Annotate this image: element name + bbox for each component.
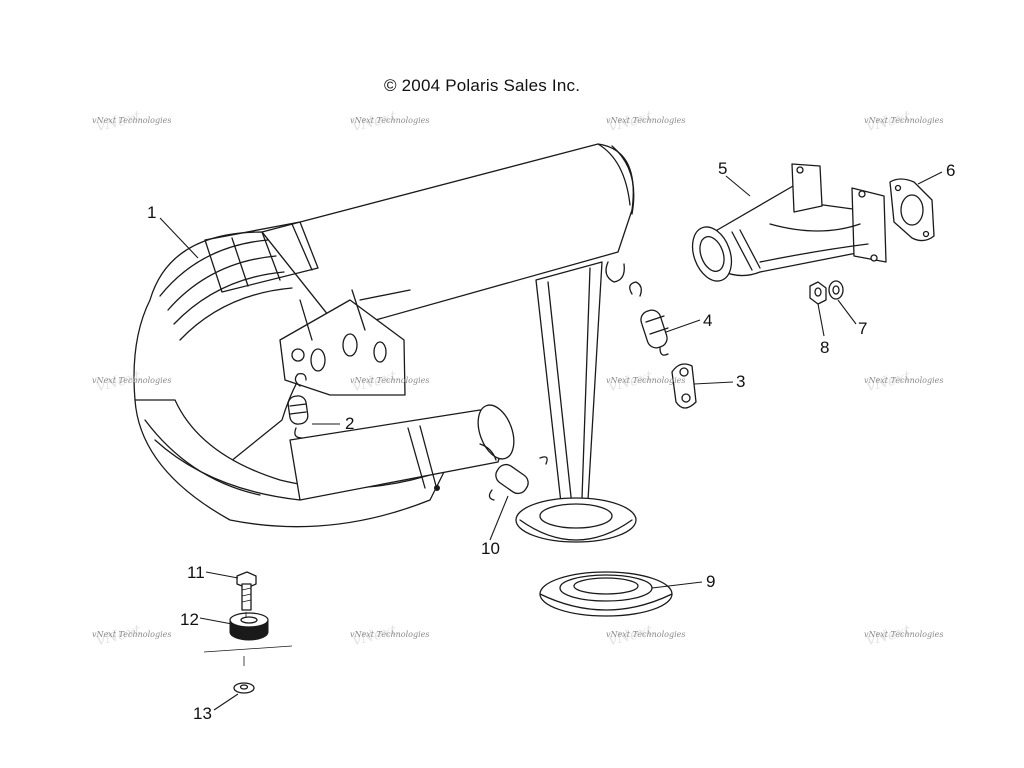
leader-3 bbox=[693, 381, 734, 385]
leader-8 bbox=[817, 303, 825, 337]
part-4-spring bbox=[629, 281, 669, 356]
part-5-y-pipe bbox=[691, 163, 887, 282]
callout-6: 6 bbox=[946, 161, 956, 180]
watermark: vNext Technologies bbox=[350, 630, 430, 639]
part-1-muffler bbox=[133, 143, 637, 543]
leader-9 bbox=[651, 581, 703, 589]
part-10-spring bbox=[488, 456, 548, 501]
watermark: vNext Technologies bbox=[350, 116, 430, 125]
watermark: vNext Technologies bbox=[606, 630, 686, 639]
watermark: vNext Technologies bbox=[92, 630, 172, 639]
watermark: vNext Technologies bbox=[92, 376, 172, 385]
callout-12: 12 bbox=[180, 610, 199, 629]
callout-2: 2 bbox=[345, 414, 355, 433]
part-12-bushing bbox=[229, 612, 269, 641]
leader-10 bbox=[489, 495, 509, 541]
part-2-spring bbox=[287, 372, 309, 439]
callout-5: 5 bbox=[718, 159, 728, 178]
part-6-gasket bbox=[889, 178, 935, 242]
leader-1 bbox=[159, 217, 199, 259]
watermark: vNext Technologies bbox=[864, 116, 944, 125]
part-11-bolt bbox=[236, 571, 257, 611]
leader-4 bbox=[665, 319, 701, 333]
callout-13: 13 bbox=[193, 704, 212, 723]
part-3-clamp bbox=[671, 363, 697, 409]
part-13-washer bbox=[233, 682, 255, 694]
callout-1: 1 bbox=[147, 203, 157, 222]
part-9-grommet bbox=[539, 571, 673, 617]
leader-lines bbox=[159, 171, 943, 711]
leader-13 bbox=[213, 693, 239, 711]
watermark: vNext Technologies bbox=[606, 116, 686, 125]
watermark: vNext Technologies bbox=[606, 376, 686, 385]
callout-7: 7 bbox=[858, 319, 868, 338]
callout-10: 10 bbox=[481, 539, 500, 558]
copyright-text: © 2004 Polaris Sales Inc. bbox=[384, 76, 581, 95]
leader-7 bbox=[837, 299, 857, 325]
leader-11 bbox=[205, 571, 239, 579]
callout-8: 8 bbox=[820, 338, 830, 357]
callout-9: 9 bbox=[706, 572, 716, 591]
leader-12 bbox=[199, 617, 233, 625]
assembly-axis-line bbox=[203, 612, 293, 666]
callout-3: 3 bbox=[736, 372, 746, 391]
leader-5 bbox=[725, 175, 751, 197]
watermark: vNext Technologies bbox=[92, 116, 172, 125]
callout-11: 11 bbox=[187, 563, 205, 582]
watermark: vNext Technologies bbox=[350, 376, 430, 385]
callout-4: 4 bbox=[703, 311, 713, 330]
part-8-nut bbox=[809, 281, 827, 305]
part-7-washer bbox=[828, 280, 844, 300]
leader-6 bbox=[917, 171, 943, 185]
watermark: vNext Technologies bbox=[864, 376, 944, 385]
watermark: vNext Technologies bbox=[864, 630, 944, 639]
